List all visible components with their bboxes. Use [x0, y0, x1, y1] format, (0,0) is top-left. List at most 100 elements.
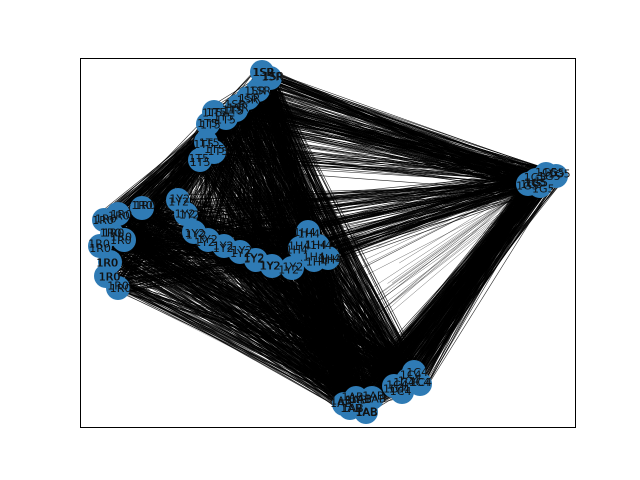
graph-edge [106, 261, 373, 399]
graph-node-label: 1R0 [100, 227, 122, 240]
graph-edge [120, 209, 363, 403]
graph-node-label: 1R0 [98, 270, 120, 283]
graph-node-label: 1C4 [383, 382, 405, 395]
graph-node-label: 1AB [345, 393, 367, 406]
graph-node-label: 1H4 [303, 251, 325, 264]
graph-edge [113, 287, 345, 405]
graph-node-label: 1SR [224, 98, 246, 111]
graph-edge [188, 176, 559, 233]
graph-edge [113, 233, 373, 399]
graph-edge [214, 105, 552, 172]
graph-node-label: 1C4 [410, 376, 432, 389]
graph-node [382, 374, 406, 398]
graph-node-label: 1AB [342, 402, 364, 415]
graph-edge [226, 117, 535, 189]
graph-edge [324, 252, 351, 399]
graph-edge [419, 171, 560, 366]
graph-edge [325, 175, 557, 264]
graph-edge [294, 246, 357, 404]
graph-edge [114, 217, 373, 399]
graph-node-label: 1G5 [524, 176, 547, 189]
graph-edge [396, 182, 552, 385]
graph-node-label: 1R0 [110, 282, 132, 295]
graph-node-label: 1AB [364, 392, 386, 405]
graph-node-label: 1SR [252, 66, 274, 79]
graph-node-label: 1T5 [223, 104, 244, 117]
graph-node-label: 1R0 [103, 227, 125, 240]
graph-node-label: 1AB [340, 402, 362, 415]
graph-node-label: 1G5 [542, 167, 565, 180]
graph-node-label: 1H4 [288, 240, 310, 253]
graph-edge [363, 173, 547, 294]
graph-node-label: 1SR [261, 71, 283, 84]
graph-node [112, 228, 136, 252]
graph-edge [189, 174, 553, 230]
graph-node-label: 1T5 [193, 138, 214, 151]
graph-node-label: 1T5 [206, 106, 227, 119]
graph-node-label: 1SR [239, 92, 261, 105]
graph-edge [120, 213, 373, 399]
graph-edge [106, 223, 373, 399]
graph-node-label: 1H4 [310, 239, 332, 252]
graph-edge [342, 179, 537, 325]
graph-edge [383, 183, 529, 212]
graph-edge [405, 178, 562, 388]
graph-edge [193, 235, 342, 410]
graph-node-label: 1H4 [305, 238, 327, 251]
graph-edge [238, 106, 543, 168]
graph-edge [368, 183, 529, 323]
graph-edge [112, 283, 345, 405]
graph-edge [331, 191, 539, 265]
graph-edge [207, 155, 538, 178]
graph-edge [423, 189, 524, 384]
graph-edge [144, 211, 373, 399]
graph-node-label: 1SR [249, 84, 271, 97]
graph-edge [297, 191, 541, 252]
graph-node-label: 1G5 [535, 166, 558, 179]
graph-node-label: 1SR [237, 93, 259, 106]
graph-edge [260, 90, 552, 178]
graph-edge [345, 179, 537, 229]
graph-edge [263, 76, 554, 171]
graph-node-label: 1Y2 [169, 192, 190, 205]
graph-node-label: 1Y2 [244, 253, 265, 266]
graph-edge [292, 252, 351, 399]
graph-edge [101, 219, 345, 405]
graph-edge [102, 245, 367, 413]
graph-edge [127, 236, 357, 399]
graph-edge [116, 284, 357, 399]
graph-edge [308, 259, 378, 396]
graph-node-label: 1T5 [208, 145, 229, 158]
graph-node-label: 1Y2 [168, 196, 189, 209]
graph-edge [361, 179, 537, 328]
graph-node-label: 1T5 [188, 152, 209, 165]
graph-node-label: 1G5 [538, 170, 561, 183]
graph-edge [144, 209, 351, 409]
graph-node [174, 202, 198, 226]
graph-node-label: 1AB [355, 406, 377, 419]
graph-node-label: 1Y2 [244, 252, 265, 265]
graph-node-label: 1T5 [222, 104, 243, 117]
graph-edge [386, 185, 541, 317]
graph-node-label: 1R0 [89, 242, 111, 255]
graph-edge [108, 233, 351, 409]
graph-edge [404, 184, 538, 375]
graph-node-label: 1H4 [320, 254, 342, 267]
graph-edge [386, 180, 528, 388]
graph-node-label: 1T5 [204, 143, 225, 156]
graph-edge [109, 260, 363, 403]
graph-edge [108, 215, 363, 403]
graph-edge [227, 117, 546, 172]
graph-node-label: 1G5 [520, 178, 543, 191]
graph-edge [367, 175, 557, 309]
graph-node-label: 1T5 [202, 106, 223, 119]
graph-edge [323, 190, 532, 266]
graph-edge [113, 257, 345, 405]
graph-node-label: 1R0 [111, 208, 133, 221]
graph-node-label: 1SR [263, 70, 285, 83]
graph-edge [101, 277, 367, 413]
graph-node-label: 1H4 [298, 228, 320, 241]
graph-edge [231, 115, 554, 170]
graph-edge [415, 176, 562, 380]
graph-node-label: 1R0 [96, 257, 118, 270]
